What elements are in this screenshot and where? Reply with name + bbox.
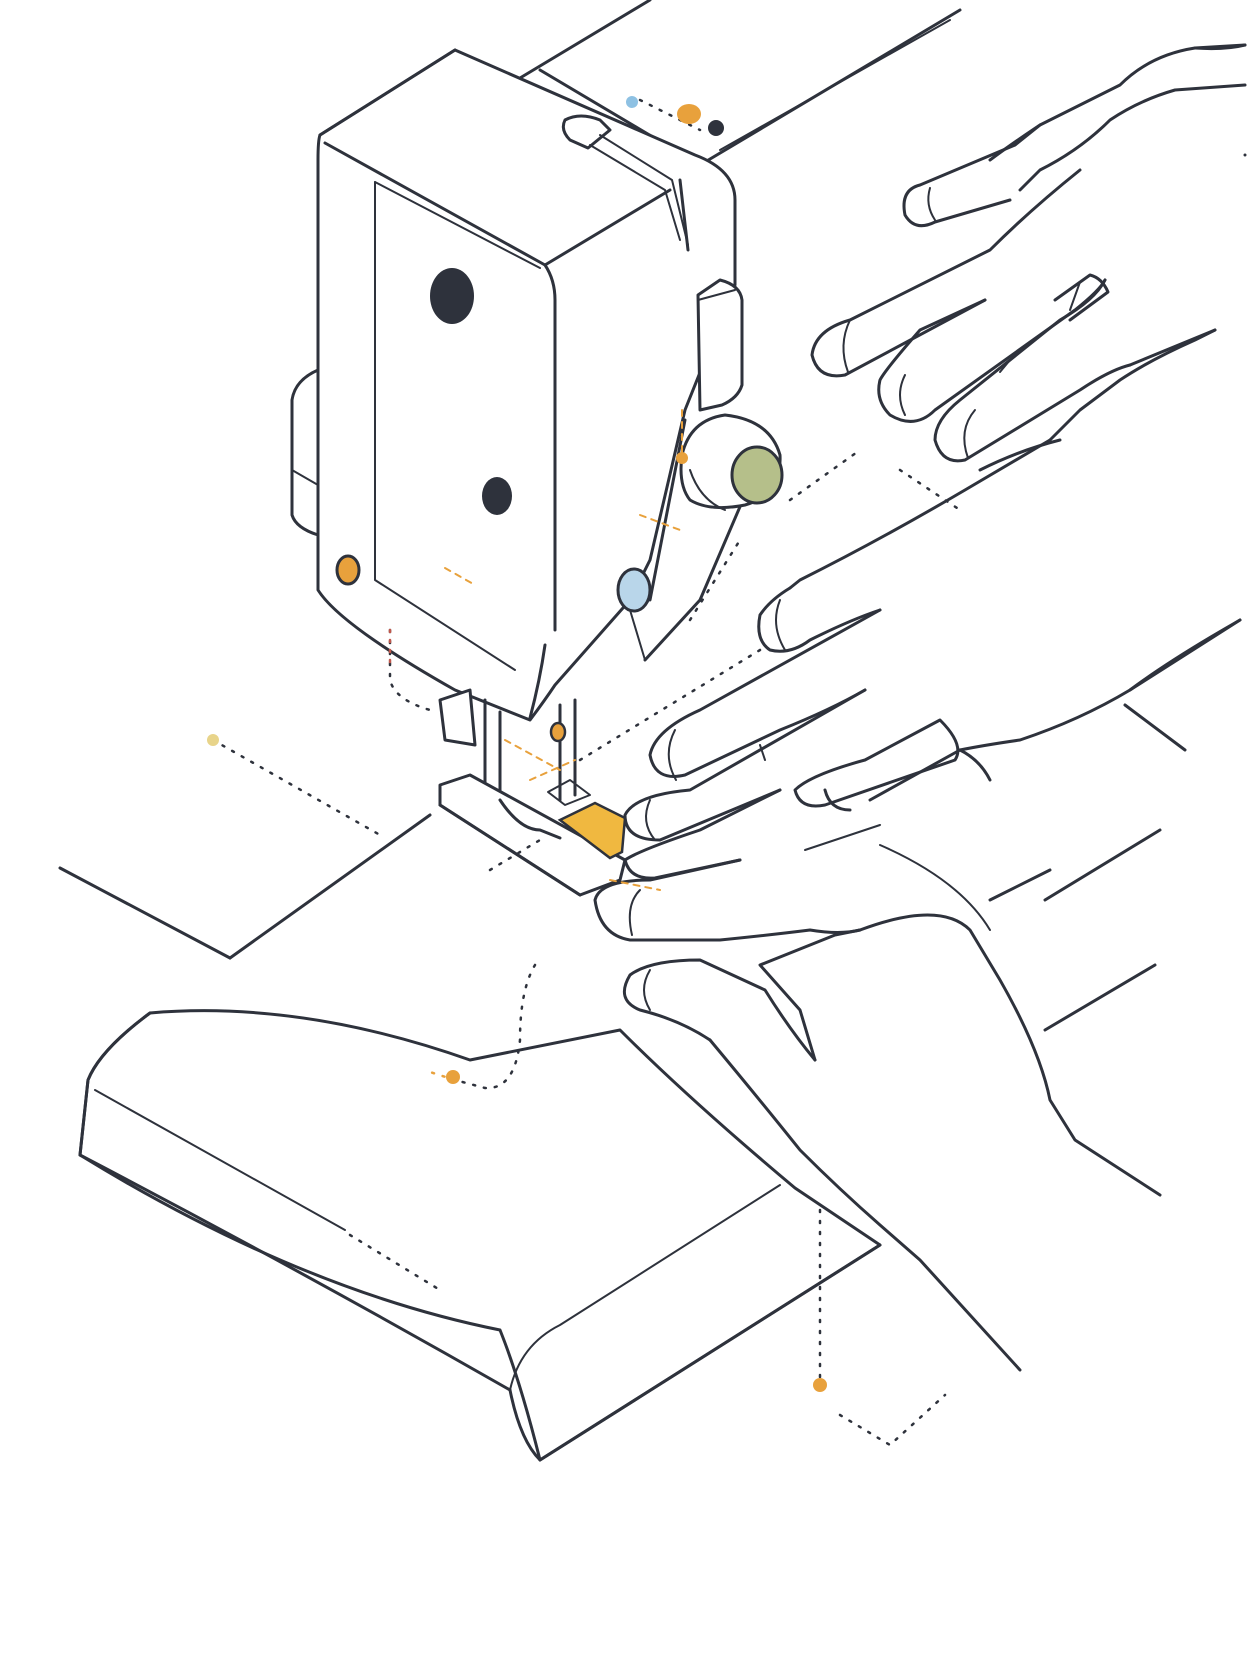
dial-lower-icon [482,477,512,515]
table-surface [58,618,1242,1032]
right-hand [788,43,1247,590]
handwheel-knob-icon [679,413,784,511]
dark-dot-icon [708,120,724,136]
orange-dot-icon [813,1378,827,1392]
left-hand [593,586,1242,1372]
presser-foot [438,688,627,897]
sewing-machine-head [290,48,784,722]
power-indicator-icon [335,554,361,586]
orange-dot-icon [676,452,688,464]
yellow-dot-icon [207,734,219,746]
guide-lines [211,98,947,1447]
feed-dog-highlight-icon [557,801,627,860]
orange-dot-icon [677,104,701,124]
blue-button-icon [616,567,652,613]
accent-dots [207,96,827,1392]
fabric-sheet [78,1009,882,1462]
blue-dot-icon [626,96,638,108]
orange-dot-icon [446,1070,460,1084]
dial-upper-icon [430,268,474,324]
